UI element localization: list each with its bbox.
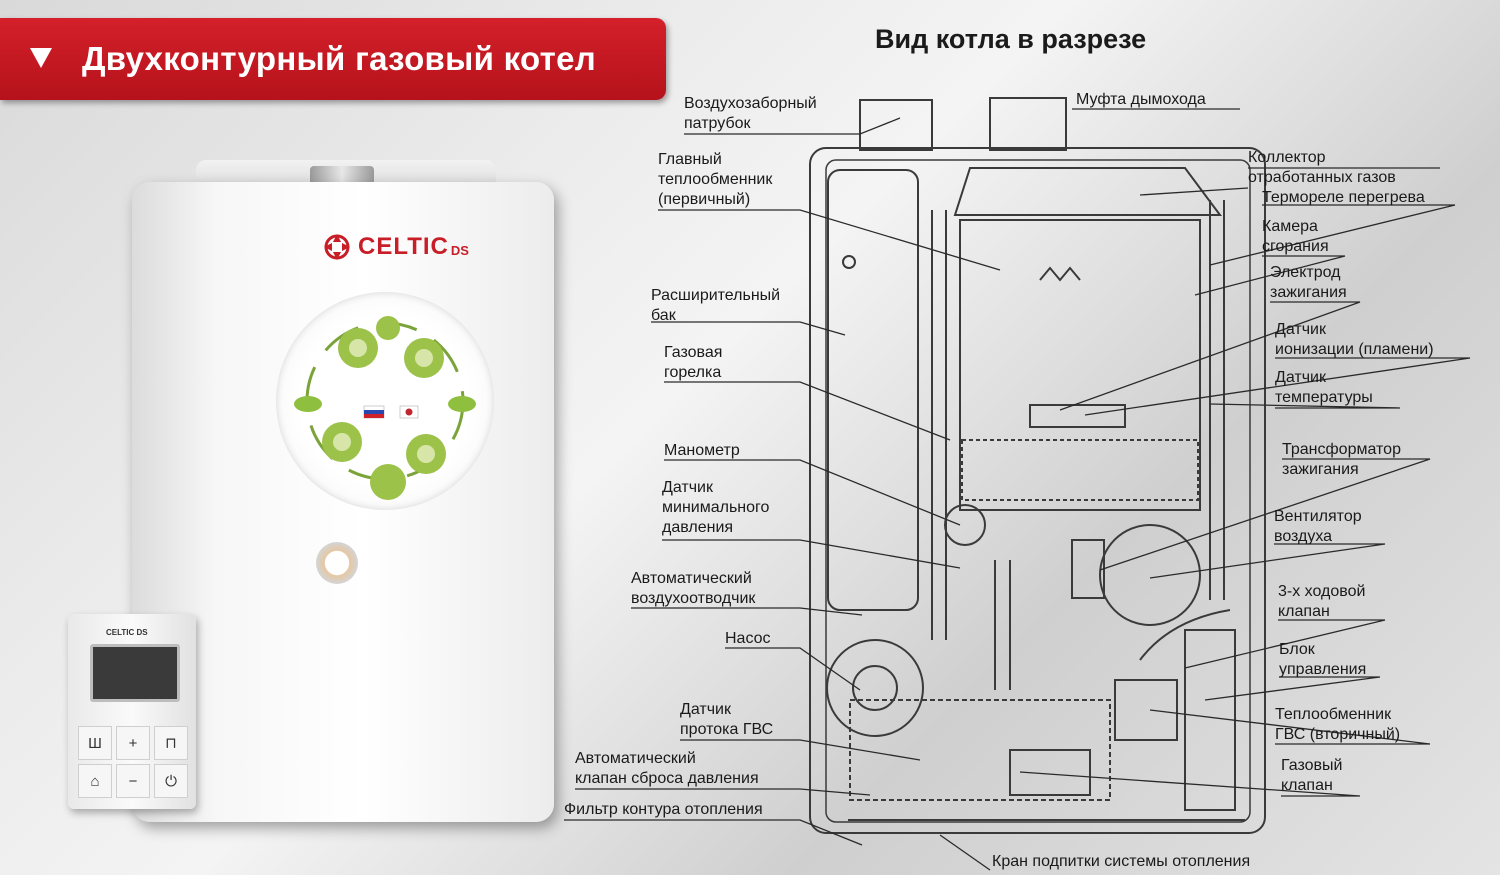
radiator-icon[interactable]: Ш [78,726,112,760]
lcd-display [90,644,180,702]
minus-button[interactable]: − [116,764,150,798]
casing-inner [825,159,1251,823]
pressure-gauge [316,542,358,584]
label-manometer: Манометр [664,442,740,459]
manometer-dial [944,504,986,546]
home-icon[interactable]: ⌂ [78,764,112,798]
supply-pipe [931,210,947,640]
transformer-box [1071,539,1105,599]
triangle-down-icon [30,48,52,68]
air-intake-pipe [859,99,933,151]
room-controller: CELTIC DS Ш + ⊓ ⌂ − ⏻ [68,614,196,809]
label-makeup-tap: Кран подпитки системы отопления [992,853,1251,870]
leader-lines [564,108,1471,871]
casing-outline [809,147,1266,834]
exhaust-collector [953,167,1222,216]
bend-pipe [1139,609,1231,661]
combustion-chamber [959,219,1201,511]
header-banner: Двухконтурный газовый котел [0,18,666,100]
tap-icon[interactable]: ⊓ [154,726,188,760]
label-overheat-relay: Термореле перегрева [1262,189,1425,206]
three-way-valve [1114,679,1178,741]
plus-button[interactable]: + [116,726,150,760]
diagram-title: Вид котла в разрезе [875,24,1147,54]
banner-title: Двухконтурный газовый котел [82,40,597,77]
brand-name: CELTIC [358,233,449,260]
power-icon[interactable]: ⏻ [154,764,188,798]
label-flue-coupling: Муфта дымохода [1076,91,1206,108]
panel-brand: CELTIC DS [106,628,148,637]
tank-valve [842,255,856,269]
fan-housing [1099,524,1201,626]
floral-medallion [276,292,494,510]
pump-body [826,639,924,737]
brand-mark-icon [324,234,350,260]
expansion-tank [827,169,919,611]
return-pipe [1209,200,1225,600]
flame-symbol [1039,266,1081,282]
brand-suffix: DS [450,242,469,258]
electrode-block [1029,404,1126,428]
flue-pipe [310,166,374,186]
hydraulic-block [849,699,1111,801]
boiler-photo [132,182,554,822]
gas-valve-body [1009,749,1091,796]
pump-rotor [852,665,898,711]
riser-pipe [994,560,1011,690]
label-pump: Насос [725,630,771,647]
label-heating-filter: Фильтр контура отопления [564,801,763,818]
flue-coupling-pipe [989,97,1067,151]
brand-logo: CELTIC DS [322,232,469,262]
gas-burner [961,439,1199,501]
floral-ornament-icon [294,316,476,500]
